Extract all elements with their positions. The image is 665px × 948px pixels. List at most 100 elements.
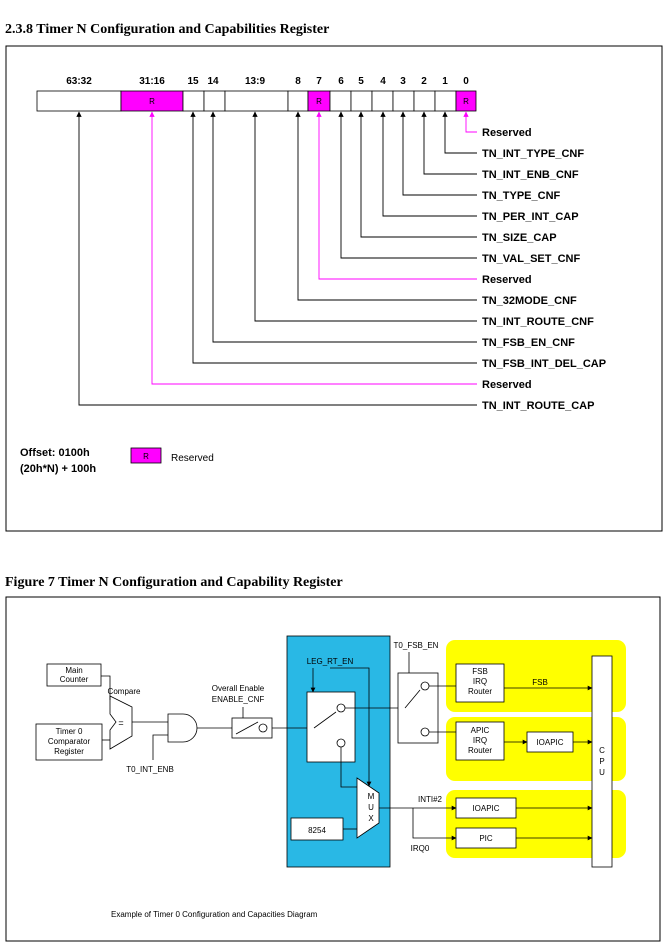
bit-label-15: 15 (187, 76, 199, 87)
route-switch-blade (313, 711, 337, 729)
legend-reserved-swatch (130, 447, 162, 464)
cpu-letter-p: P (599, 757, 604, 766)
box-8254-label: 8254 (308, 826, 326, 835)
apic-router-line1: APIC (471, 726, 490, 735)
comparator-shape (109, 695, 133, 750)
field-leader-line (421, 111, 477, 175)
wire-leg-rt-en-to-mux (330, 667, 372, 787)
bit-label-1: 1 (442, 76, 448, 87)
offset-line-2: (20h*N) + 100h (20, 463, 96, 475)
register-cell-reserved-mark: R (316, 97, 322, 106)
register-cell-bit-0 (455, 90, 477, 112)
bit-label-0: 0 (463, 76, 469, 87)
register-cell-bit-4 (371, 90, 394, 112)
fsb-contact-top (420, 681, 430, 691)
irq0-label: IRQ0 (411, 844, 430, 853)
diagram-caption: Example of Timer 0 Configuration and Cap… (111, 910, 318, 919)
field-label: Reserved (482, 379, 532, 391)
wire-int-enb (152, 734, 168, 760)
and-gate (167, 713, 198, 743)
field-leader-line (76, 111, 477, 406)
bit-label-2: 2 (421, 76, 427, 87)
field-label: TN_TYPE_CNF (482, 190, 561, 202)
cpu-box (591, 655, 613, 868)
register-cell-bit-1 (434, 90, 457, 112)
timer0-comparator-line1: Timer 0 (56, 727, 83, 736)
main-counter-line1: Main (65, 666, 82, 675)
inti2-label: INTI#2 (418, 795, 443, 804)
main-counter-box (46, 663, 102, 687)
field-leader-line (463, 111, 477, 133)
register-cell-bit-13-9 (224, 90, 289, 112)
bit-label-8: 8 (295, 76, 301, 87)
fsb-router-line2: IRQ (473, 677, 487, 686)
bit-label-6: 6 (338, 76, 344, 87)
field-leader-line (252, 111, 477, 322)
field-leader-line (149, 111, 477, 385)
section-heading: 2.3.8 Timer N Configuration and Capabili… (5, 22, 330, 37)
field-label: TN_SIZE_CAP (482, 232, 557, 244)
field-label: TN_FSB_INT_DEL_CAP (482, 358, 606, 370)
offset-line-1: Offset: 0100h (20, 447, 90, 459)
timer0-comparator-line3: Register (54, 747, 84, 756)
field-leader-line (338, 111, 477, 259)
register-cell-bit-15 (182, 90, 205, 112)
cpu-letter-c: C (599, 746, 605, 755)
route-contact-bottom (336, 738, 346, 748)
register-cell-bit-2 (413, 90, 436, 112)
overall-enable-line1: Overall Enable (212, 684, 265, 693)
bit-label-13-9: 13:9 (245, 76, 265, 87)
fsb-router-box (455, 663, 505, 703)
wire-counter-to-comparator (101, 675, 111, 700)
t0-fsb-en-label: T0_FSB_EN (394, 641, 439, 650)
bit-label-7: 7 (316, 76, 322, 87)
pic-label: PIC (479, 834, 493, 843)
diagram-frame (5, 596, 661, 942)
field-label: TN_INT_ENB_CNF (482, 169, 579, 181)
field-label: TN_INT_TYPE_CNF (482, 148, 584, 160)
mux-shape (356, 777, 380, 839)
wire-mux-to-pic (412, 808, 457, 841)
field-leader-line (210, 111, 477, 343)
field-leader-line (295, 111, 477, 301)
bit-label-31-16: 31:16 (139, 76, 165, 87)
apic-router-box (455, 721, 505, 761)
timer0-comparator-line2: Comparator (48, 737, 91, 746)
cpu-letter-u: U (599, 768, 605, 777)
field-leader-line (400, 111, 477, 196)
fsb-router-line3: Router (468, 687, 492, 696)
figure-heading: Figure 7 Timer N Configuration and Capab… (5, 575, 343, 590)
register-frame (5, 45, 663, 532)
field-label: Reserved (482, 127, 532, 139)
enable-switch-blade (235, 721, 259, 735)
timer0-comparator-box (35, 723, 103, 761)
register-cell-bit-5 (350, 90, 373, 112)
main-counter-line2: Counter (60, 675, 89, 684)
bit-label-5: 5 (358, 76, 364, 87)
register-cell-bit-14 (203, 90, 226, 112)
register-cell-bit-3 (392, 90, 415, 112)
register-cell-bit-6 (329, 90, 352, 112)
field-leader-line (380, 111, 477, 217)
register-field-lines: ReservedTN_INT_TYPE_CNFTN_INT_ENB_CNFTN_… (76, 111, 606, 412)
bit-label-14: 14 (207, 76, 219, 87)
register-cell-reserved-mark: R (149, 97, 155, 106)
register-cell-bit-8 (287, 90, 309, 112)
field-label: TN_PER_INT_CAP (482, 211, 579, 223)
bit-label-3: 3 (400, 76, 406, 87)
field-leader-line (358, 111, 477, 238)
overall-enable-line2: ENABLE_CNF (212, 695, 265, 704)
field-leader-line (190, 111, 477, 364)
field-label: Reserved (482, 274, 532, 286)
fsb-switch-blade (404, 689, 421, 709)
t0-int-enb-label: T0_INT_ENB (126, 765, 174, 774)
field-label: TN_32MODE_CNF (482, 295, 577, 307)
fsb-switch-box (397, 672, 439, 744)
ioapic-bottom-label: IOAPIC (472, 804, 499, 813)
field-label: TN_FSB_EN_CNF (482, 337, 575, 349)
wire-route-to-mux (340, 747, 357, 788)
register-cell-bit-63-32 (36, 90, 122, 112)
field-label: TN_VAL_SET_CNF (482, 253, 580, 265)
compare-label: Compare (108, 687, 141, 696)
leg-rt-en-label: LEG_RT_EN (307, 657, 354, 666)
